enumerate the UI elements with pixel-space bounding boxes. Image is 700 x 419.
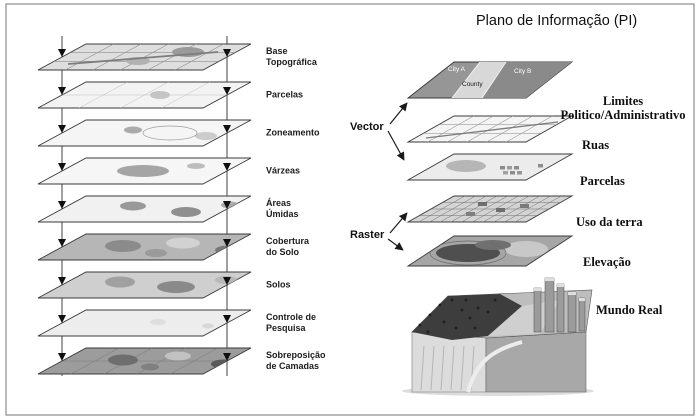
layer-label-mundo-real: Mundo Real bbox=[596, 303, 663, 317]
left-stack-graphic bbox=[37, 36, 252, 376]
layer-label-areas-umidas: Áreas Úmidas bbox=[266, 198, 299, 219]
raster-group-label: Raster bbox=[350, 229, 385, 241]
layer-label-base-topografica: Base Topográfica bbox=[266, 46, 317, 67]
layer-label-solos: Solos bbox=[266, 279, 291, 290]
layer-label-elevacao: Elevação bbox=[583, 255, 631, 269]
layer-label-uso-da-terra: Uso da terra bbox=[576, 215, 643, 229]
layer-label-cobertura-solo: Cobertura do Solo bbox=[266, 236, 310, 257]
layer-label-varzeas: Várzeas bbox=[266, 165, 301, 176]
layer-label-ruas: Ruas bbox=[582, 138, 610, 152]
diagram-title: Plano de Informação (PI) bbox=[476, 13, 638, 29]
right-stack-graphic bbox=[406, 61, 574, 267]
map-annotation-city-b: City B bbox=[514, 68, 532, 75]
vector-group-label: Vector bbox=[350, 121, 384, 133]
mundo-real-graphic bbox=[402, 277, 594, 396]
layer-label-sobreposicao: Sobreposição de Camadas bbox=[266, 350, 326, 371]
layer-label-controle-pesquisa: Controle de Pesquisa bbox=[266, 312, 317, 333]
map-annotation-county: County bbox=[462, 81, 483, 88]
layer-label-parcelas-left: Parcelas bbox=[266, 89, 304, 100]
map-annotation-city-a: City A bbox=[448, 66, 465, 73]
layer-label-zoneamento: Zoneamento bbox=[266, 127, 320, 138]
layer-label-parcelas: Parcelas bbox=[580, 174, 625, 188]
layer-label-limites: Limites Politico/Administrativo bbox=[560, 94, 686, 123]
